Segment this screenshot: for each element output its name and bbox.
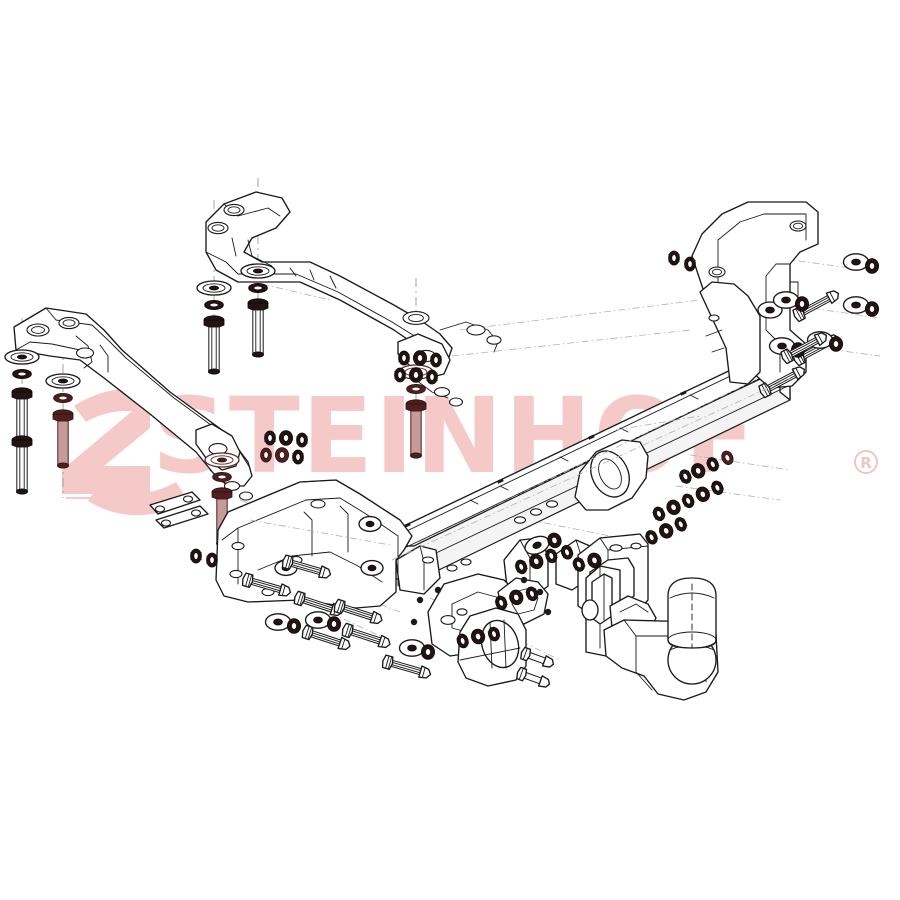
part-link-bars-left [149, 491, 209, 529]
part-towball-cap [667, 577, 717, 649]
part-ball-receiver-housing [574, 439, 649, 511]
fastener-stack-center-right-b [650, 478, 726, 523]
part-7-pin-socket [457, 607, 527, 687]
fastener-cluster-mid-left [260, 430, 308, 465]
crossbar-centerline [391, 377, 791, 561]
part-upper-mounting-arm-right [205, 191, 502, 407]
fastener-loose-far-left [11, 435, 33, 495]
fastener-group-socket-fixings [380, 639, 436, 682]
part-upper-mounting-arm-left [13, 307, 254, 501]
fastener-pair-bracket-left [668, 250, 696, 272]
fastener-column-left-outer [4, 349, 40, 447]
crossbar-flange-holes [446, 500, 559, 572]
fastener-group-lower-left-a [190, 548, 218, 568]
fastener-column-left-inner [45, 373, 81, 469]
fastener-group-socket-screws [514, 646, 557, 691]
fastener-stack-center-right-a [677, 448, 736, 486]
fastener-stack-center-right-c [643, 515, 690, 547]
part-left-lower-bracket [215, 479, 413, 609]
part-towball-swanneck [581, 565, 719, 701]
fastener-column-mid-left [196, 280, 232, 375]
